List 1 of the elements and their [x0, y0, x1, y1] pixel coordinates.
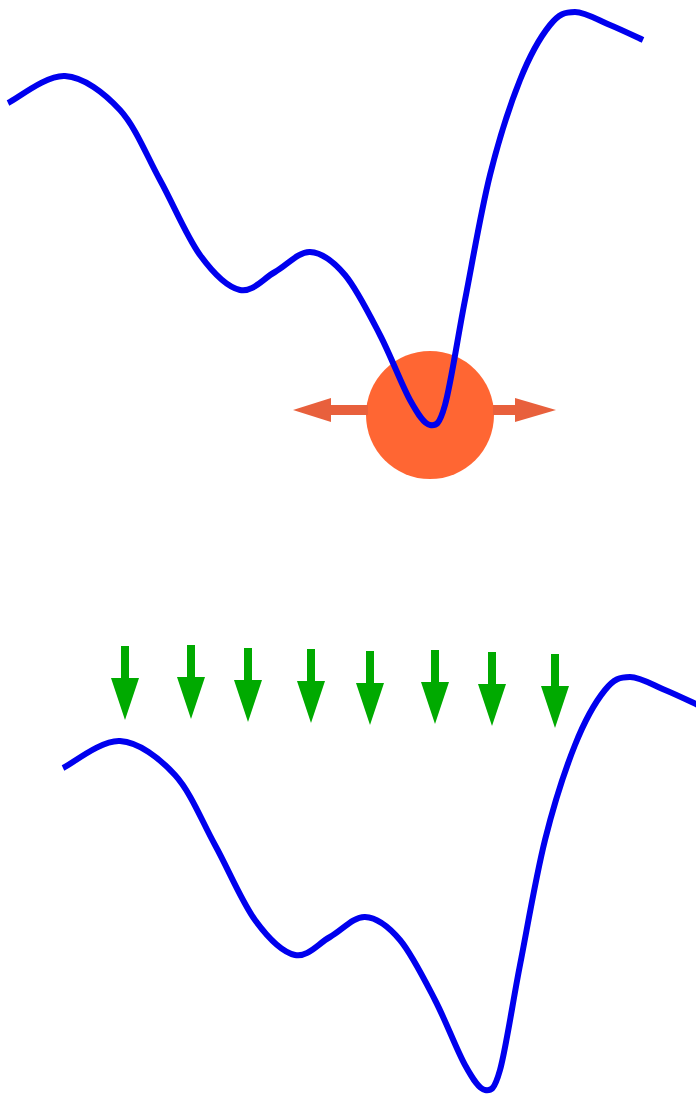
ball — [366, 351, 494, 479]
